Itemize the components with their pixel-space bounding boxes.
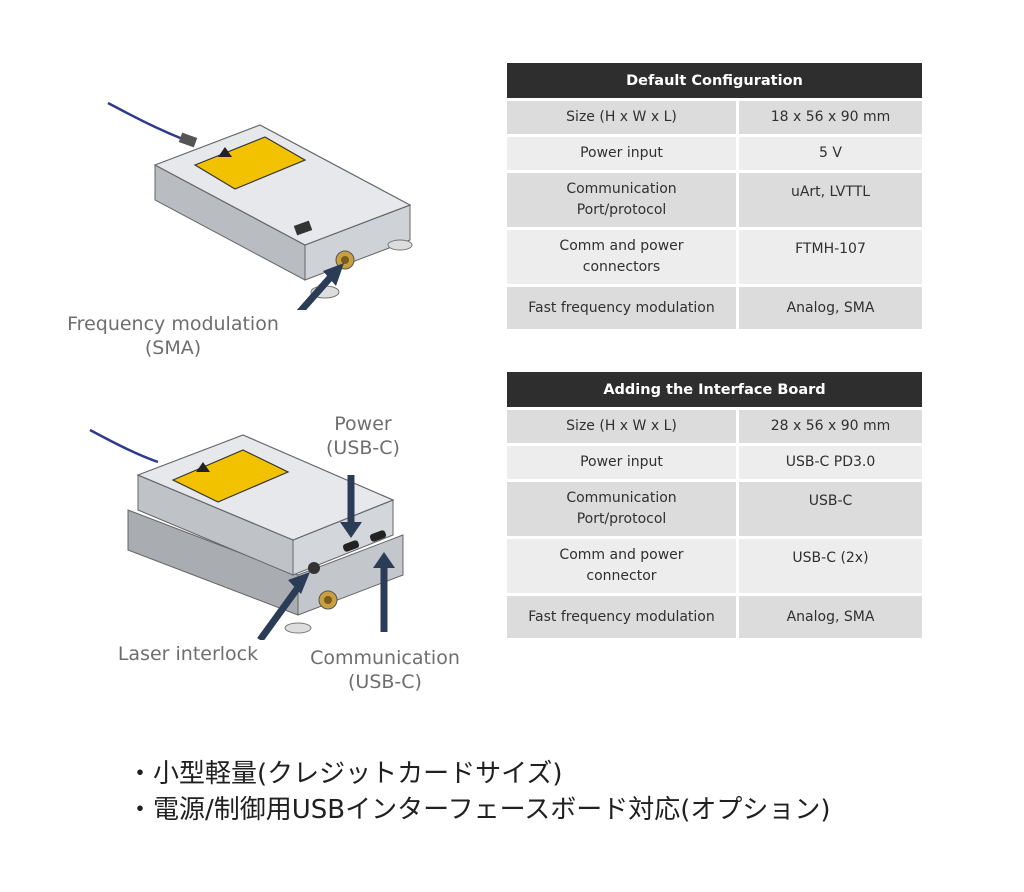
interlock-port <box>308 562 320 574</box>
laser-module-illustration-interface-board <box>89 428 404 640</box>
usb-c-power-port <box>342 540 360 552</box>
laser-module-illustration-default <box>107 101 413 310</box>
table-title: Adding the Interface Board <box>507 372 922 407</box>
table-row: Size (H x W x L) 18 x 56 x 90 mm <box>507 98 922 134</box>
table-row: Size (H x W x L) 28 x 56 x 90 mm <box>507 407 922 443</box>
arrow-to-sma <box>296 268 339 310</box>
laser-warning-label <box>193 136 307 190</box>
callout-laser-interlock: Laser interlock <box>117 643 259 665</box>
usb-c-data-port <box>369 530 387 542</box>
table-row: Fast frequency modulation Analog, SMA <box>507 593 922 638</box>
table-title: Default Configuration <box>507 63 922 98</box>
default-configuration-table: Default Configuration Size (H x W x L) 1… <box>507 63 922 329</box>
laser-warning-label <box>171 449 290 503</box>
callout-communication: Communication (USB-C) <box>310 647 460 693</box>
callout-power: Power (USB-C) <box>326 413 400 459</box>
table-row: Communication Port/protocol uArt, LVTTL <box>507 170 922 227</box>
interface-board-table: Adding the Interface Board Size (H x W x… <box>507 372 922 638</box>
bullet-item: ・電源/制御用USBインターフェースボード対応(オプション) <box>127 795 831 825</box>
table-row: Comm and power connector USB-C (2x) <box>507 536 922 593</box>
table-row: Fast frequency modulation Analog, SMA <box>507 284 922 329</box>
arrow-interlock <box>257 579 305 640</box>
optical-fiber <box>107 101 186 142</box>
table-row: Comm and power connectors FTMH-107 <box>507 227 922 284</box>
table-row: Communication Port/protocol USB-C <box>507 479 922 536</box>
callout-frequency-modulation: Frequency modulation (SMA) <box>67 313 279 359</box>
table-row: Power input USB-C PD3.0 <box>507 443 922 479</box>
bullet-item: ・小型軽量(クレジットカードサイズ) <box>127 759 563 789</box>
table-row: Power input 5 V <box>507 134 922 170</box>
optical-fiber <box>89 428 159 464</box>
feature-bullet-list: ・小型軽量(クレジットカードサイズ) ・電源/制御用USBインターフェースボード… <box>127 756 831 828</box>
